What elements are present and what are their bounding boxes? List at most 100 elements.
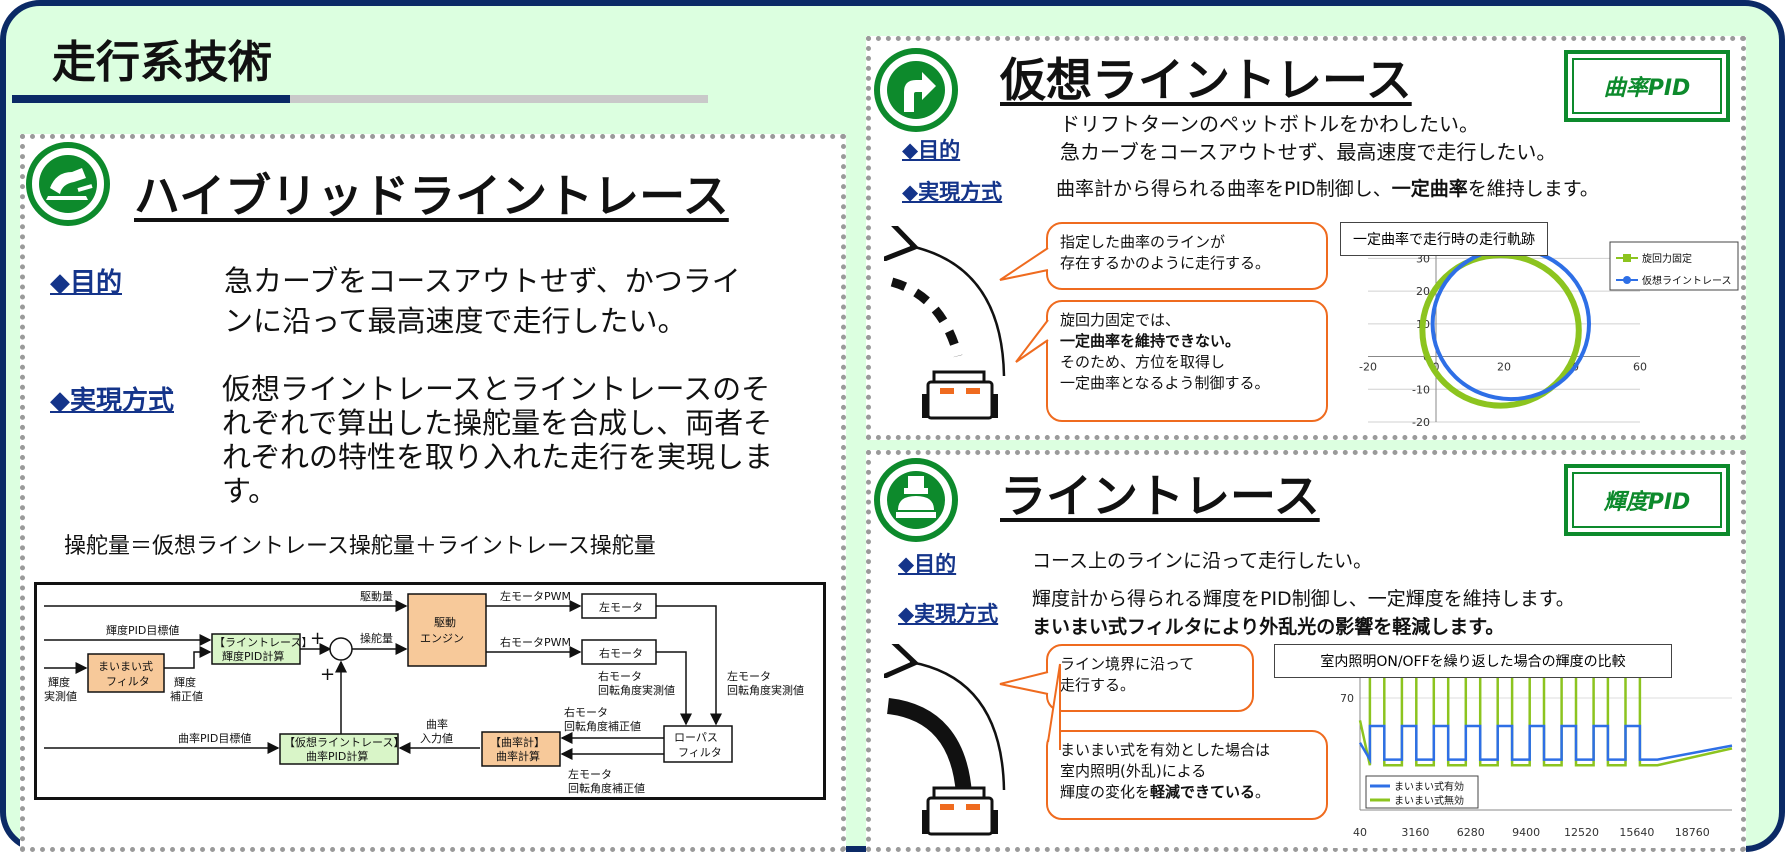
maimai-filter-box	[87, 653, 165, 693]
hybrid-purpose-line1: 急カーブをコースアウトせず、かつライ	[224, 264, 741, 298]
y-tick-label: -10	[1412, 383, 1430, 396]
virtual-badge: 曲率PID	[1564, 50, 1730, 122]
sum-junction	[329, 637, 353, 661]
brightness-chart-title: 室内照明ON/OFFを繰り返した場合の輝度の比較	[1274, 644, 1672, 678]
virtual-icon	[874, 48, 958, 132]
x-tick-label: 18760	[1675, 826, 1710, 839]
virtual-callout-1: 指定した曲率のラインが 存在するかのように走行する。	[1046, 222, 1328, 290]
linetrace-method-line1: 輝度計から得られる輝度をPID制御し、一定輝度を維持します。	[1032, 588, 1575, 610]
x-tick-label: 20	[1497, 361, 1511, 374]
hybrid-method-line1: 仮想ライントレースとライントレースのそ	[222, 372, 771, 406]
curvmeter-line1: 【曲率計】	[490, 735, 545, 749]
linetrace-callout2-pre: 輝度の変化を	[1060, 783, 1151, 801]
curvature-meter-box	[481, 731, 561, 767]
brightness-corr-line2: 補正値	[170, 690, 203, 703]
legend-label: まいまい式無効	[1394, 794, 1464, 807]
linetrace-purpose-text: コース上のラインに沿って走行したい。	[1032, 550, 1373, 572]
virtual-callout2-line3: そのため、方位を取得し	[1060, 353, 1226, 371]
linetrace-callout2-bold: 軽減できている	[1150, 783, 1256, 801]
virtual-badge-text: 曲率PID	[1572, 58, 1722, 114]
linetrace-callout2-post: 。	[1255, 783, 1271, 801]
left-motor-label: 左モータ	[599, 601, 643, 614]
linetrace-icon	[874, 458, 958, 542]
virtual-callout1-line2: 存在するかのように走行する。	[1060, 254, 1271, 272]
y-tick-label: -20	[1412, 416, 1430, 429]
right-corr-line1: 右モータ	[564, 705, 608, 719]
series-0-trajectory	[1419, 252, 1582, 409]
hybrid-method-line3: れぞれの特性を取り入れた走行を実現しま	[222, 440, 774, 474]
filter-line1: まいまい式	[98, 660, 153, 673]
x-tick-label: 0	[1433, 361, 1440, 374]
x-tick-label: -20	[1359, 361, 1377, 374]
linetrace-callout1-line2: 走行する。	[1060, 676, 1136, 694]
label-left-pwm: 左モータPWM	[500, 590, 571, 603]
linetrace-method-line2: まいまい式フィルタにより外乱光の影響を軽減します。	[1032, 616, 1505, 638]
linetrace-callout-pointers	[999, 663, 1061, 750]
left-corr-line1: 左モータ	[568, 768, 612, 781]
series-0-line	[1358, 724, 1733, 765]
virtual-robot-icon	[922, 370, 998, 420]
y-tick-label: 20	[1416, 285, 1430, 298]
y-tick-label: 70	[1340, 692, 1354, 705]
left-angle-line2: 回転角度実測値	[727, 683, 804, 697]
virtual-callout-2: 旋回力固定では、 一定曲率を維持できない。 そのため、方位を取得し 一定曲率とな…	[1046, 300, 1328, 422]
x-tick-label: 60	[1633, 361, 1647, 374]
legend-label: まいまい式有効	[1394, 780, 1464, 793]
legend-box	[1365, 775, 1479, 809]
right-motor-label: 右モータ	[599, 646, 643, 660]
engine-line1: 駆動	[434, 615, 456, 629]
brightness-line1: 輝度	[48, 675, 70, 689]
right-angle-line1: 右モータ	[598, 669, 642, 683]
virtual-callout1-line1: 指定した曲率のラインが	[1060, 233, 1226, 251]
legend-marker	[1623, 276, 1631, 284]
virtual-purpose-line1: ドリフトターンのペットボトルをかわしたい。	[1060, 112, 1479, 136]
virtual-callout2-line1: 旋回力固定では、	[1060, 311, 1181, 329]
title-underline	[12, 95, 290, 103]
legend-label: 仮想ライントレース	[1642, 274, 1732, 287]
linetrace-method-label: ◆実現方式	[898, 602, 999, 626]
virtual-title: 仮想ライントレース	[1000, 53, 1412, 107]
left-motor-box	[581, 593, 657, 619]
virtual-method-post: を維持します。	[1467, 178, 1599, 200]
hybrid-method-label: ◆実現方式	[50, 386, 174, 416]
linetrace-badge: 輝度PID	[1564, 464, 1730, 536]
virtual-method-bold: 一定曲率	[1391, 178, 1468, 200]
linetrace-title: ライントレース	[1000, 469, 1320, 523]
virtual-callout-pointers	[999, 247, 1049, 363]
virtual-dashed-path	[890, 277, 963, 358]
x-tick-label: 40	[1353, 826, 1367, 839]
linetrace-box-line2: 輝度PID計算	[222, 649, 284, 663]
left-angle-line1: 左モータ	[727, 670, 771, 683]
hybrid-formula: 操舵量＝仮想ライントレース操舵量＋ライントレース操舵量	[64, 534, 656, 559]
linetrace-callout2-line3: 輝度の変化を軽減できている。	[1060, 782, 1314, 803]
linetrace-callout-1: ライン境界に沿って 走行する。	[1046, 644, 1254, 712]
legend-label: 旋回力固定	[1642, 252, 1692, 265]
virtual-purpose-label: ◆目的	[902, 138, 961, 162]
curvmeter-line2: 曲率計算	[496, 749, 540, 763]
engine-line2: エンジン	[420, 632, 464, 645]
x-tick-label: 15640	[1619, 826, 1654, 839]
label-steer-input: 操舵量	[360, 631, 393, 645]
hybrid-purpose-line2: ンに沿って最高速度で走行したい。	[224, 304, 687, 338]
hybrid-purpose-label: ◆目的	[50, 268, 122, 298]
virtual-pid-box	[279, 733, 399, 765]
label-right-pwm: 右モータPWM	[500, 635, 571, 649]
trajectory-chart-title: 一定曲率で走行時の走行軌跡	[1340, 222, 1548, 256]
virtual-box-line2: 曲率PID計算	[306, 749, 368, 763]
filter-line2: フィルタ	[106, 675, 150, 688]
plus-bottom: +	[320, 664, 335, 685]
x-tick-label: 9400	[1512, 826, 1540, 839]
right-motor-box	[581, 639, 657, 665]
x-tick-label: 3160	[1401, 826, 1429, 839]
hybrid-title: ハイブリッドライントレース	[134, 169, 729, 223]
virtual-arc	[910, 246, 1006, 377]
label-drive-input: 駆動量	[360, 589, 393, 603]
lowpass-filter-box	[663, 725, 733, 763]
legend-box	[1609, 241, 1739, 291]
x-tick-label: 12520	[1564, 826, 1599, 839]
linetrace-purpose-label: ◆目的	[898, 552, 957, 576]
title-underline-light	[290, 95, 708, 103]
linetrace-box-line1: 【ライントレース】	[214, 636, 312, 649]
virtual-method-label: ◆実現方式	[902, 180, 1003, 204]
